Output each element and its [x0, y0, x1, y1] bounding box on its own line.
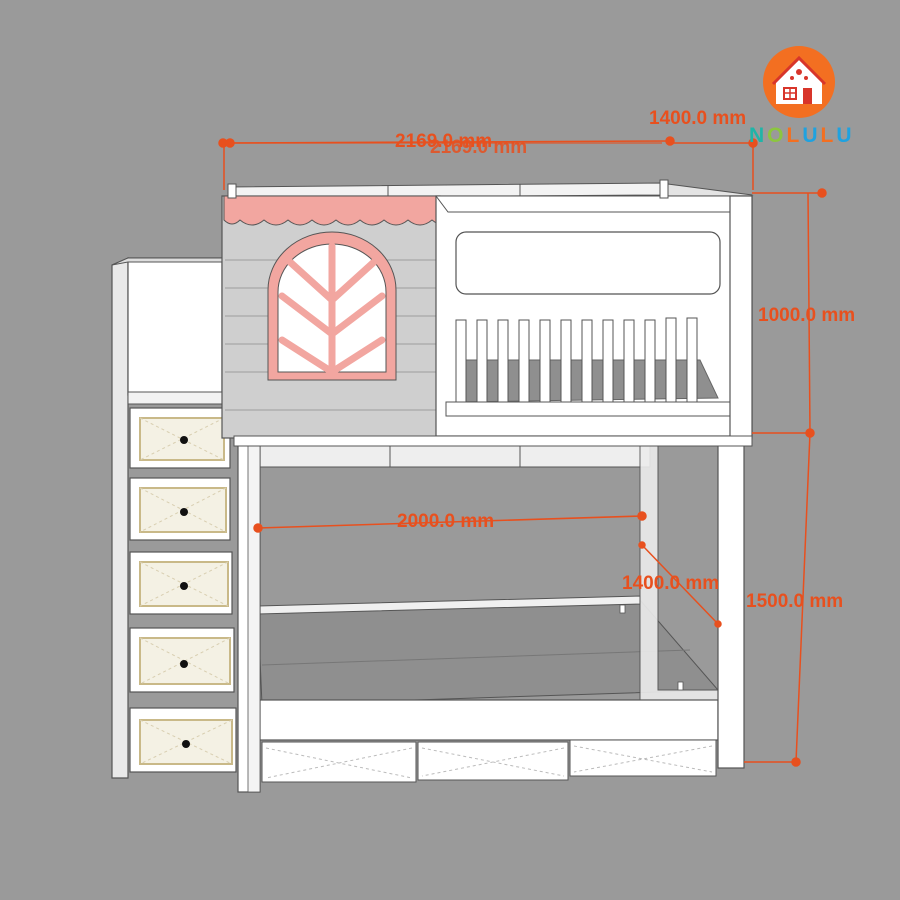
dimension-lines: [218, 136, 827, 767]
lower-bunk: [237, 429, 745, 793]
top-depth-label: 1400.0 mm: [649, 108, 747, 129]
overall-length-label: 2169.0 mm: [395, 131, 493, 152]
drawer: [129, 707, 237, 773]
drawer: [129, 407, 231, 469]
brand-name: NOLULU: [749, 124, 855, 148]
guard-opening: [455, 231, 721, 295]
inner-depth-label: 1400.0 mm: [622, 573, 720, 594]
front-right-post: [717, 429, 745, 769]
brand-letter: O: [767, 124, 787, 147]
brand-letter: L: [820, 124, 837, 147]
drawer: [129, 627, 235, 693]
lower-height-label: 1500.0 mm: [746, 591, 844, 612]
drawer-knob: [180, 436, 188, 444]
drawer-knob: [180, 508, 188, 516]
arched-window: [267, 231, 397, 381]
upper-height-label: 1000.0 mm: [758, 305, 856, 326]
brand-text: NOLULU: [749, 124, 855, 147]
drawer-knob: [180, 660, 188, 668]
drawer: [129, 477, 231, 541]
brand-letter: U: [836, 124, 855, 147]
drawer: [129, 551, 233, 615]
stair-drawers: [129, 407, 237, 773]
inner-length-label: 2000.0 mm: [397, 511, 495, 532]
drawer-knob: [180, 582, 188, 590]
brand-letter: N: [749, 124, 768, 147]
brand-letter: U: [802, 124, 821, 147]
upper-bunk: [221, 179, 754, 447]
overall-length-overlap-label: 2169.0 mm: [430, 137, 528, 158]
brand-letter: L: [786, 124, 803, 147]
drawer-knob: [182, 740, 190, 748]
scalloped-awning: [223, 195, 457, 226]
house-logo-icon: [763, 46, 835, 118]
